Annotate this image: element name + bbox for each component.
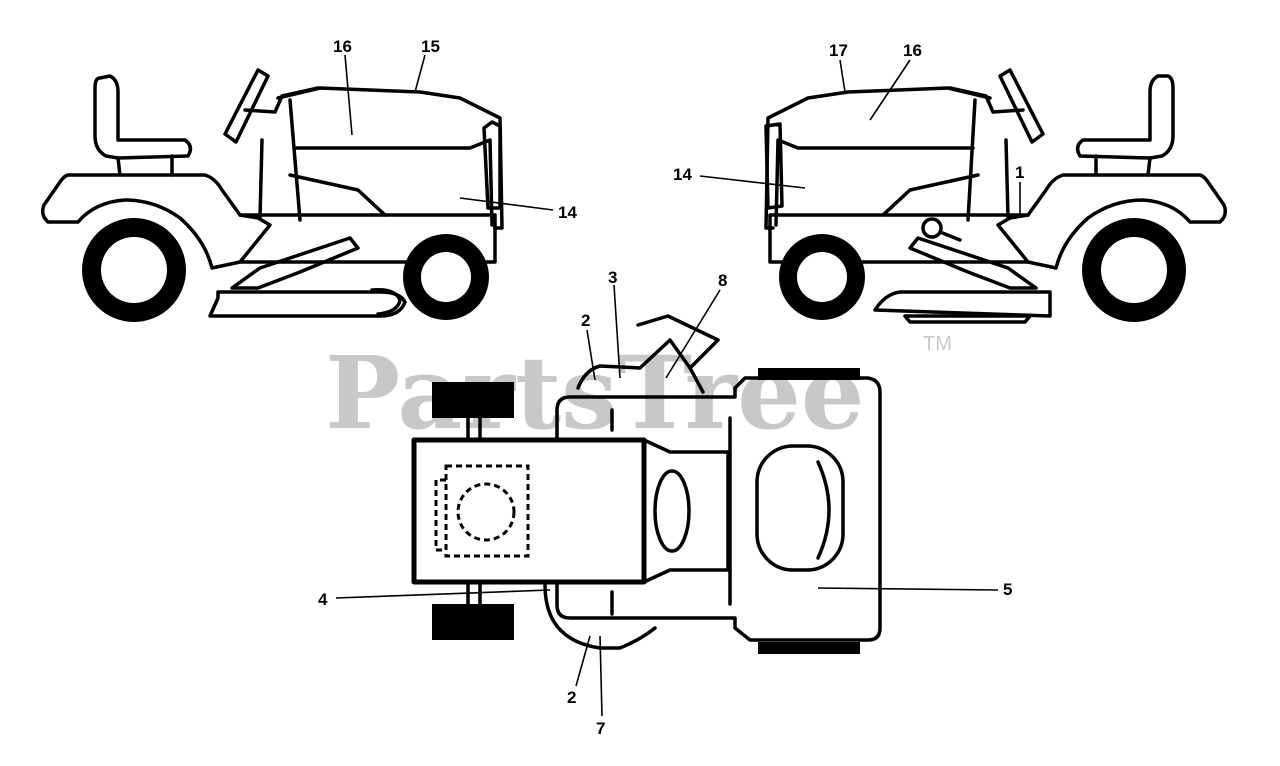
left-tractor-illustration (40, 68, 504, 322)
watermark: PartsTree TM (325, 333, 952, 452)
callout-2-top: 2 (581, 311, 590, 330)
callout-1: 1 (1015, 163, 1024, 182)
callout-16-left: 16 (333, 37, 352, 56)
callout-16-right: 16 (903, 41, 922, 60)
callout-14-right: 14 (673, 165, 692, 184)
callout-2-bottom: 2 (567, 688, 576, 707)
top-view-illustration (411, 314, 882, 654)
callout-8: 8 (718, 271, 727, 290)
callout-7: 7 (596, 719, 605, 738)
callout-4: 4 (318, 590, 328, 609)
leader-lines (335, 54, 1021, 717)
callout-15: 15 (421, 37, 440, 56)
watermark-trademark: TM (923, 333, 952, 355)
callout-14-left: 14 (558, 203, 577, 222)
callout-5: 5 (1003, 580, 1012, 599)
callout-numbers: 16 15 14 17 16 14 1 3 8 2 4 5 2 7 (318, 37, 1024, 738)
callout-3: 3 (608, 268, 617, 287)
watermark-text: PartsTree (325, 334, 865, 452)
right-tractor-illustration (764, 68, 1228, 324)
callout-17: 17 (829, 41, 848, 60)
